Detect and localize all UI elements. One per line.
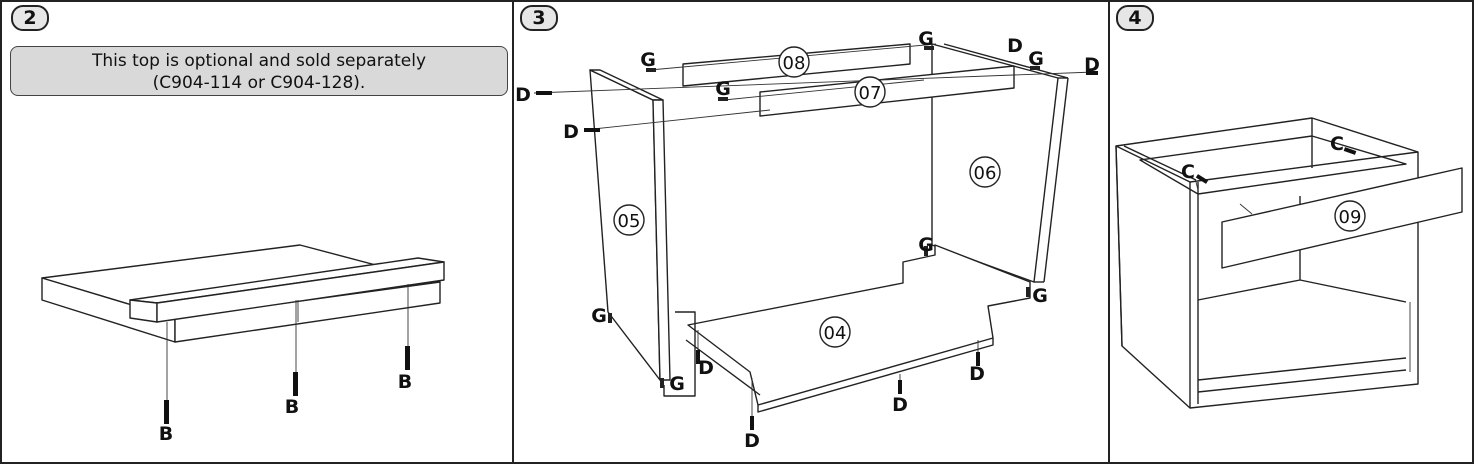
hardware-label-g: G [918, 28, 934, 50]
part-label: 08 [783, 53, 806, 74]
part-label: 05 [618, 211, 641, 232]
hardware-label-d: D [698, 357, 714, 379]
cabinet-body [1115, 117, 1419, 409]
step-number-badge: 4 [1116, 5, 1154, 31]
side-panel-05-front-edge [652, 99, 671, 381]
part-label: 04 [824, 323, 847, 344]
step-3-diagram: 08 07 05 06 04 G G G G G G G D D D D D D… [515, 28, 1100, 452]
part-label: 09 [1339, 207, 1362, 228]
hardware-label-g: G [669, 373, 685, 395]
hardware-label-g: G [1032, 285, 1048, 307]
hardware-label-g: G [715, 78, 731, 100]
hardware-label-g: G [918, 234, 934, 256]
hardware-label-c: C [1330, 133, 1344, 155]
hardware-label-d: D [744, 430, 760, 452]
hardware-label-d: D [1084, 54, 1100, 76]
note-line-2: (C904-114 or C904-128). [152, 73, 366, 93]
step-4-panel: 4 09 C C [1110, 0, 1474, 464]
rail-end-face [129, 299, 158, 323]
screw-b-icon [293, 372, 298, 396]
part-number-circle [778, 46, 810, 78]
step-3-panel: 3 [514, 0, 1108, 464]
hardware-label-d: D [969, 363, 985, 385]
hardware-label-b: B [285, 396, 299, 418]
rail-07 [759, 65, 1015, 117]
rail-front-face [156, 261, 445, 323]
step-number-badge: 2 [11, 5, 49, 31]
hardware-label-g: G [1028, 48, 1044, 70]
hardware-label-d: D [563, 121, 579, 143]
panel-divider [1108, 0, 1110, 464]
part-number-circle [613, 204, 645, 236]
step-2-diagram: B B B [41, 244, 445, 445]
part-number-circle [854, 76, 886, 108]
screw-b-icon [164, 400, 169, 424]
hardware-label-g: G [640, 49, 656, 71]
hardware-label-b: B [159, 423, 173, 445]
part-label: 07 [859, 83, 882, 104]
hardware-label-d: D [892, 394, 908, 416]
part-number-circle [819, 316, 851, 348]
part-number-circle [969, 156, 1001, 188]
hardware-label-d: D [1007, 35, 1023, 57]
step-4-diagram: 09 C C [1115, 117, 1463, 409]
hardware-label-d: D [515, 84, 531, 106]
part-number-circle [1334, 200, 1366, 232]
screw-b-icon [405, 346, 410, 370]
panel-divider [512, 0, 514, 464]
step-number-badge: 3 [520, 5, 558, 31]
hardware-label-c: C [1181, 161, 1195, 183]
step-2-panel: 2 This top is optional and sold separate… [0, 0, 512, 464]
optional-top-note: This top is optional and sold separately… [10, 46, 508, 96]
note-line-1: This top is optional and sold separately [91, 51, 427, 71]
hardware-label-b: B [398, 371, 412, 393]
part-label: 06 [974, 163, 997, 184]
hardware-label-g: G [591, 305, 607, 327]
